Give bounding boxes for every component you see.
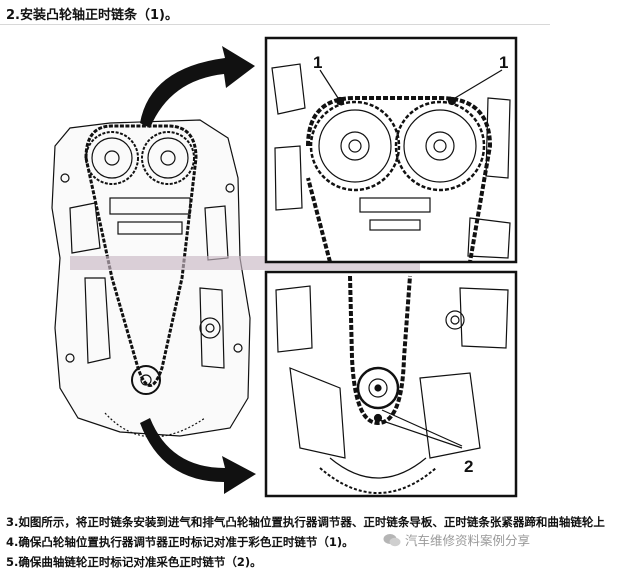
callout-2: 2 (464, 457, 473, 476)
callout-1-left: 1 (313, 53, 322, 72)
crankshaft-detail: 2 (264, 270, 518, 498)
watermark: 汽车维修资料案例分享 (383, 530, 530, 549)
engine-overview (51, 119, 251, 438)
step-4-text: 4.确保凸轮轴位置执行器调节器正时标记对准于彩色正时链节（1)。 (6, 535, 354, 549)
step-3-text: 3.如图所示，将正时链条安装到进气和排气凸轮轴位置执行器调节器、正时链条导板、正… (6, 515, 605, 529)
camshaft-detail: 1 1 (264, 36, 518, 264)
wechat-logo-icon (383, 533, 401, 547)
watermark-text: 汽车维修资料案例分享 (405, 533, 531, 548)
zoom-arrows (140, 46, 256, 494)
step-5-text: 5.确保曲轴链轮正时标记对准采色正时链节（2)。 (6, 555, 262, 569)
heading-divider (0, 24, 550, 25)
step-heading: 2.安装凸轮轴正时链条（1)。 (6, 8, 178, 23)
timing-chain-diagram: 1 1 2 (51, 36, 518, 498)
callout-1-right: 1 (499, 53, 508, 72)
